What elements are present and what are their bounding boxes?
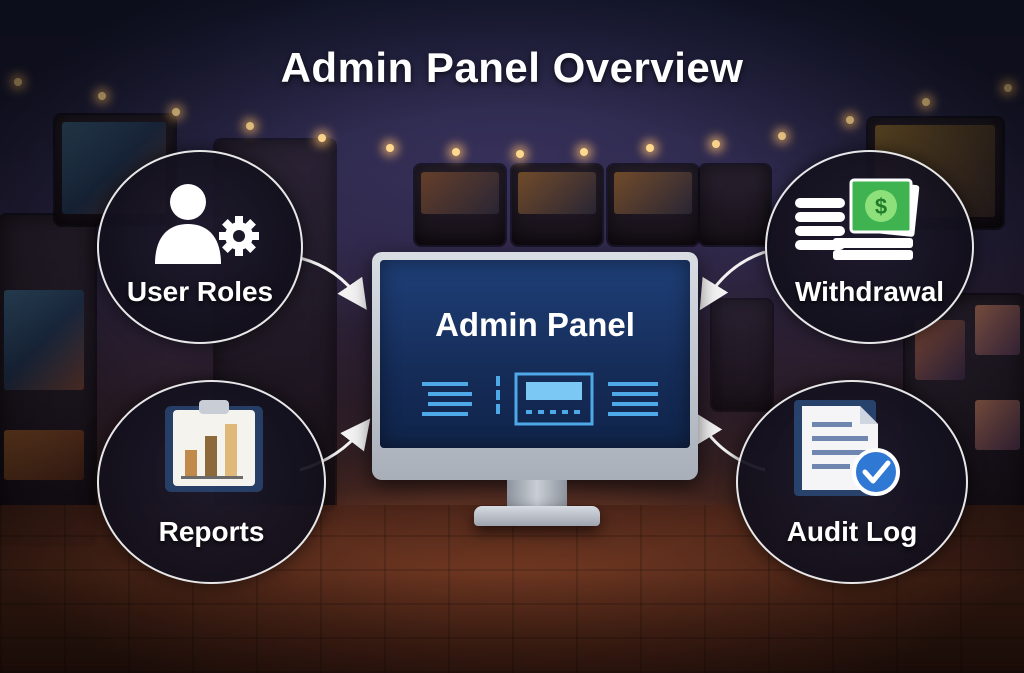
dashboard-widgets-icon [422, 372, 658, 426]
node-audit-log: Audit Log [736, 380, 968, 584]
audit-log-label: Audit Log [786, 516, 918, 547]
withdrawal-label: Withdrawal [794, 276, 945, 307]
bar-chart-clipboard-icon [165, 400, 263, 492]
diagram-title: Admin Panel Overview [280, 44, 744, 91]
user-roles-label: User Roles [126, 276, 274, 307]
arrow-withdrawal-to-panel [699, 250, 766, 311]
reports-label: Reports [158, 516, 265, 547]
monitor-stand-neck [507, 480, 567, 510]
cash-stack-icon: $ [795, 178, 920, 260]
user-gear-icon [155, 184, 259, 264]
node-reports: Reports [97, 380, 326, 584]
admin-panel-label: Admin Panel [435, 306, 635, 343]
document-check-icon [794, 400, 900, 496]
arrow-user-roles-to-panel [299, 256, 367, 310]
node-withdrawal: $ Withdrawal [765, 150, 974, 344]
node-user-roles: User Roles [97, 150, 303, 344]
admin-panel-monitor: Admin Panel [372, 252, 698, 480]
monitor-stand-base [474, 506, 600, 526]
monitor-screen: Admin Panel [380, 260, 690, 448]
svg-text:$: $ [875, 194, 887, 219]
